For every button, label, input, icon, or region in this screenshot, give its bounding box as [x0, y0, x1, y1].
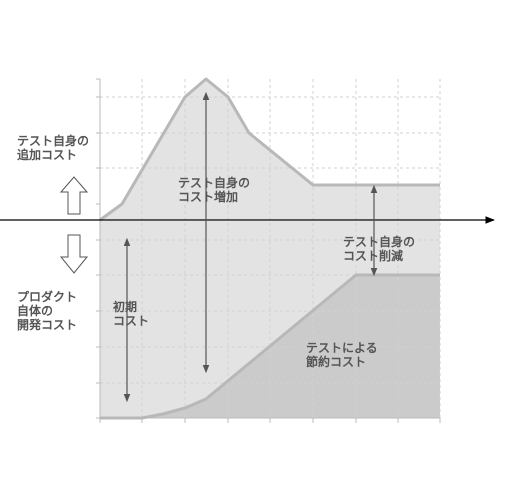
savings-label-line2: 節約コスト [306, 354, 366, 369]
down-arrow-icon [59, 234, 89, 274]
test-cost-reduction-label-line2: コスト削減 [343, 248, 403, 263]
savings-label-line1: テストによる [306, 341, 378, 355]
product-cost-label-line2: 自体の [17, 303, 53, 318]
bottom-axis [99, 417, 441, 423]
test-cost-added-label-line1: テスト自身の [17, 133, 89, 148]
up-arrow-icon [59, 176, 89, 215]
initial-cost-label-line1: 初期 [113, 299, 137, 314]
test-cost-area [100, 79, 440, 220]
test-cost-increase-label-line1: テスト自身の [178, 175, 250, 190]
test-cost-curve [99, 77, 440, 222]
test-cost-reduction-label-line1: テスト自身の [343, 234, 415, 249]
product-cost-label-line1: プロダクト [17, 289, 77, 304]
left-axis [96, 78, 101, 422]
product-cost-label-line3: 開発コスト [17, 317, 77, 332]
test-cost-increase-label-line2: コスト増加 [178, 189, 238, 204]
initial-cost-label-line2: コスト [113, 314, 149, 328]
grid [100, 79, 441, 418]
savings-curve [100, 273, 440, 420]
test-cost-added-label-line2: 追加コスト [17, 147, 77, 162]
